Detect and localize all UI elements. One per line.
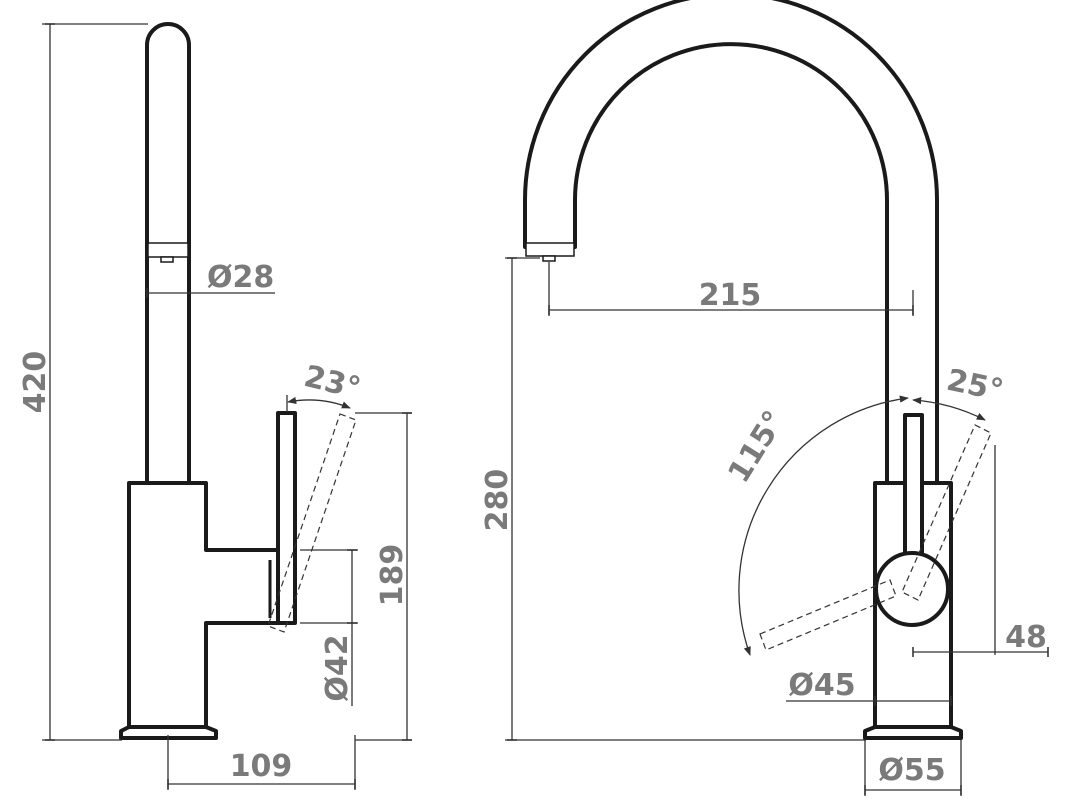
label-height-total: 420 [18, 351, 53, 414]
side-aerator-band [147, 242, 189, 258]
side-angle-arc [287, 396, 351, 409]
label-front-lever-angle: 25° [944, 363, 1007, 409]
front-base-plate [863, 725, 963, 740]
front-aerator-nozzle [542, 255, 556, 262]
label-handle-height: 189 [375, 544, 410, 607]
side-lever-tilted [267, 413, 357, 633]
front-view [523, 0, 992, 740]
front-rotation-arc [738, 395, 909, 656]
label-handle-offset: 48 [1005, 620, 1047, 655]
label-base-diameter: Ø55 [878, 753, 945, 788]
side-aerator-nozzle [160, 256, 174, 263]
front-gooseneck-spout [523, 0, 939, 485]
label-body-diameter: Ø42 [320, 634, 355, 701]
front-handle-hub [874, 551, 950, 627]
front-aerator-band [525, 242, 575, 257]
label-spout-outlet-height: 280 [480, 469, 515, 532]
label-base-depth: 109 [230, 749, 293, 784]
front-tilt-arc [912, 396, 986, 421]
front-view-dimensions [505, 257, 1049, 796]
front-handle-tilted-right [901, 424, 992, 601]
label-column-diameter: Ø45 [788, 668, 855, 703]
label-spout-reach: 215 [699, 278, 762, 313]
label-lever-rotation-angle: 115° [722, 405, 793, 489]
side-base-plate [119, 725, 218, 740]
side-body [127, 481, 280, 731]
side-view-dimensions [42, 23, 413, 790]
side-lever [276, 411, 297, 625]
label-spout-diameter: Ø28 [207, 260, 274, 295]
side-view [119, 22, 357, 740]
